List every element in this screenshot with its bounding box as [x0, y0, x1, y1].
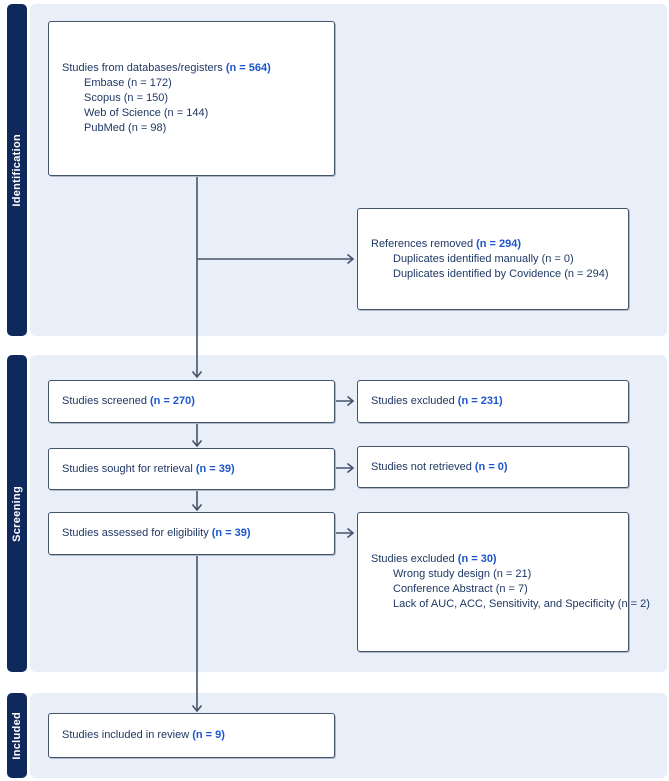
box-databases: Studies from databases/registers(n = 564… — [48, 21, 335, 176]
count-assessed: (n = 39) — [211, 527, 251, 539]
box-excluded-assessed-title: Studies excluded(n = 30) — [371, 553, 497, 565]
arrowhead-assessed-to-excluded — [346, 527, 355, 539]
box-databases-item: Embase (n = 172) — [84, 77, 172, 89]
count-included: (n = 9) — [192, 729, 225, 741]
arrowhead-sought-to-not-retrieved — [346, 462, 355, 474]
box-excluded-assessed: Studies excluded(n = 30) Wrong study des… — [357, 512, 650, 652]
stage-label-identification: Identification — [7, 4, 27, 336]
count-excluded-screened: (n = 231) — [457, 395, 503, 407]
box-databases-title: Studies from databases/registers(n = 564… — [62, 62, 271, 74]
box-excluded-assessed-item: Conference Abstract (n = 7) — [393, 583, 528, 595]
arrowhead-sought-to-assessed — [191, 503, 203, 512]
box-databases-item: PubMed (n = 98) — [84, 122, 167, 134]
box-sought-title: Studies sought for retrieval(n = 39) — [62, 462, 235, 475]
box-excluded-assessed-item: Wrong study design (n = 21) — [393, 568, 532, 580]
box-references-removed-title: References removed(n = 294) — [371, 237, 522, 250]
box-included: Studies included in review(n = 9) — [48, 713, 335, 758]
arrowhead-to-references-removed — [346, 253, 355, 265]
box-not-retrieved: Studies not retrieved(n = 0) — [357, 446, 629, 488]
count-screened: (n = 270) — [150, 395, 195, 407]
count-references-removed: (n = 294) — [476, 237, 522, 250]
box-not-retrieved-title: Studies not retrieved(n = 0) — [371, 460, 508, 473]
box-screened: Studies screened(n = 270) — [48, 380, 335, 423]
box-excluded-screened-title: Studies excluded(n = 231) — [371, 395, 503, 407]
box-screened-title: Studies screened(n = 270) — [62, 395, 195, 407]
stage-label-screening: Screening — [7, 355, 27, 672]
box-references-removed-item: Duplicates identified manually (n = 0) — [393, 252, 574, 265]
count-databases: (n = 564) — [225, 62, 271, 74]
count-not-retrieved: (n = 0) — [474, 460, 508, 473]
box-databases-item: Web of Science (n = 144) — [84, 107, 209, 119]
box-references-removed-item: Duplicates identified by Covidence (n = … — [393, 267, 609, 280]
stage-label-included: Included — [7, 693, 27, 778]
count-sought: (n = 39) — [195, 462, 235, 475]
box-excluded-assessed-item: Lack of AUC, ACC, Sensitivity, and Speci… — [393, 598, 650, 610]
arrowhead-screened-to-sought — [191, 439, 203, 448]
box-databases-item: Scopus (n = 150) — [84, 92, 169, 104]
box-assessed-title: Studies assessed for eligibility(n = 39) — [62, 527, 251, 539]
count-excluded-assessed: (n = 30) — [457, 553, 497, 565]
box-sought: Studies sought for retrieval(n = 39) — [48, 448, 335, 490]
arrowhead-assessed-to-included — [191, 704, 203, 713]
box-assessed: Studies assessed for eligibility(n = 39) — [48, 512, 335, 555]
box-included-title: Studies included in review(n = 9) — [62, 729, 225, 741]
box-excluded-screened: Studies excluded(n = 231) — [357, 380, 629, 423]
arrowhead-databases-to-screened — [191, 370, 203, 379]
box-references-removed: References removed(n = 294) Duplicates i… — [357, 208, 629, 310]
arrowhead-screened-to-excluded — [346, 395, 355, 407]
